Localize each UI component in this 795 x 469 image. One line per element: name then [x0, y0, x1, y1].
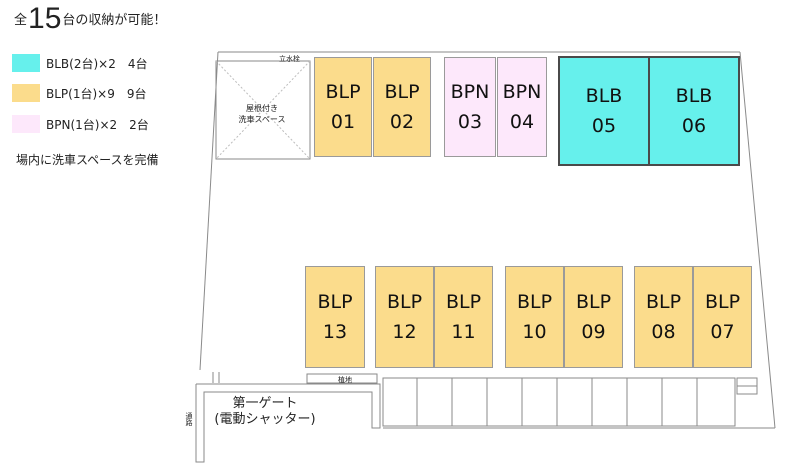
- side-passage-label: 通路: [185, 412, 193, 426]
- legend-swatch-bpn: [12, 115, 40, 133]
- car-wash-note: 場内に洗車スペースを完備: [16, 153, 159, 167]
- spot-type-label: BLP: [445, 291, 482, 313]
- roof-label-line1: 屋根付き: [246, 104, 278, 113]
- parking-spot-blp-02[interactable]: BLP 02: [373, 57, 431, 157]
- spot-number-label: 08: [651, 321, 676, 343]
- roof-label-line2: 洗車スペース: [238, 115, 286, 124]
- parking-spot-blp-01[interactable]: BLP 01: [314, 57, 372, 157]
- gate-label-line2: (電動シャッター): [214, 412, 316, 427]
- planting-label: 植地: [338, 376, 352, 384]
- spot-number-label: 12: [392, 321, 417, 343]
- page-title: 全15台の収納が可能！: [14, 2, 166, 36]
- spot-type-label: BLB: [675, 85, 713, 107]
- legend-item-blb: BLB(2台)×2 4台: [12, 53, 147, 73]
- spot-type-label: BLP: [317, 291, 353, 313]
- spot-number-label: 10: [522, 321, 547, 343]
- legend-swatch-blb: [12, 54, 40, 72]
- spot-type-label: BLP: [386, 291, 423, 313]
- spot-number-label: 02: [389, 111, 415, 133]
- spot-type-label: BPN: [450, 81, 490, 103]
- spot-type-label: BPN: [502, 81, 542, 103]
- spot-number-label: 09: [581, 321, 606, 343]
- spot-type-label: BLP: [645, 291, 682, 313]
- parking-spot-blp-11[interactable]: BLP 11: [434, 266, 493, 368]
- spot-type-label: BLP: [384, 81, 420, 103]
- spot-number-label: 01: [330, 111, 356, 133]
- legend-label-blp: BLP(1台)×9 9台: [46, 86, 147, 101]
- spot-number-label: 13: [322, 321, 348, 343]
- spot-type-label: BLP: [325, 81, 361, 103]
- spot-number-label: 03: [457, 111, 483, 133]
- parking-spot-blb-06[interactable]: BLB 06: [648, 56, 740, 166]
- title-suffix: 台の収納が可能！: [62, 13, 167, 28]
- legend-label-bpn: BPN(1台)×2 2台: [46, 117, 149, 132]
- legend-item-blp: BLP(1台)×9 9台: [12, 83, 146, 103]
- first-gate-label: 第一ゲート (電動シャッター): [200, 396, 330, 428]
- faucet-label: 立水栓: [279, 55, 300, 63]
- spot-number-label: 05: [591, 115, 617, 137]
- parking-spot-blp-13[interactable]: BLP 13: [305, 266, 365, 368]
- title-prefix: 全: [14, 13, 28, 28]
- parking-spot-blp-07[interactable]: BLP 07: [693, 266, 752, 368]
- legend-item-bpn: BPN(1台)×2 2台: [12, 114, 149, 134]
- title-count: 15: [28, 2, 62, 35]
- spot-type-label: BLP: [575, 291, 612, 313]
- legend-label-blb: BLB(2台)×2 4台: [46, 56, 148, 71]
- spot-number-label: 07: [710, 321, 735, 343]
- parking-spot-blb-05[interactable]: BLB 05: [558, 56, 650, 166]
- spot-number-label: 04: [509, 111, 535, 133]
- spot-type-label: BLP: [516, 291, 553, 313]
- parking-spot-blp-10[interactable]: BLP 10: [505, 266, 564, 368]
- spot-type-label: BLB: [585, 85, 623, 107]
- parking-spot-blp-08[interactable]: BLP 08: [634, 266, 693, 368]
- parking-spot-bpn-03[interactable]: BPN 03: [444, 57, 496, 157]
- parking-spot-blp-12[interactable]: BLP 12: [375, 266, 434, 368]
- gate-label-line1: 第一ゲート: [232, 396, 298, 411]
- legend-swatch-blp: [12, 84, 40, 102]
- parking-spot-bpn-04[interactable]: BPN 04: [497, 57, 547, 157]
- spot-number-label: 06: [681, 115, 707, 137]
- parking-spot-blp-09[interactable]: BLP 09: [564, 266, 623, 368]
- spot-type-label: BLP: [704, 291, 741, 313]
- spot-number-label: 11: [451, 321, 476, 343]
- roofed-wash-space-label: 屋根付き 洗車スペース: [216, 103, 308, 125]
